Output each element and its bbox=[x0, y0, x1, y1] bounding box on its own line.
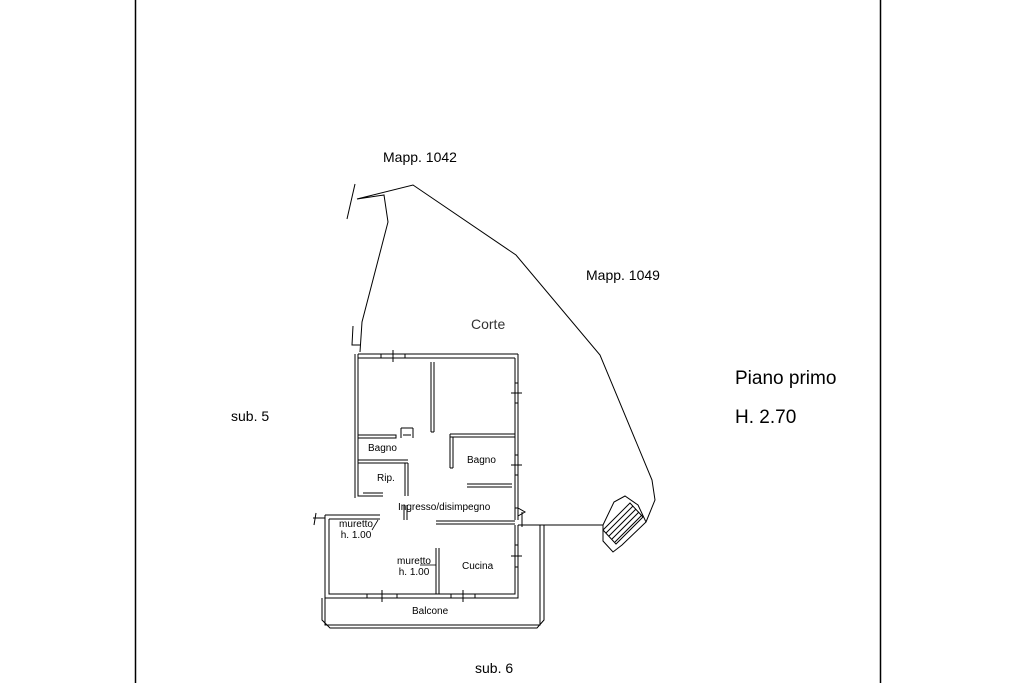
room-label-kitchen: Cucina bbox=[462, 561, 494, 572]
note-low-wall-center-line-2: h. 1.00 bbox=[398, 567, 430, 578]
note-low-wall-center-line-1: muretto bbox=[397, 556, 431, 567]
note-low-wall-west: muretto h. 1.00 bbox=[336, 519, 376, 541]
low-wall-leaders bbox=[371, 519, 436, 566]
room-label-bath-2: Bagno bbox=[467, 455, 496, 466]
courtyard-boundary bbox=[346, 183, 656, 553]
room-label-bath-1: Bagno bbox=[368, 443, 397, 454]
note-low-wall-west-line-2: h. 1.00 bbox=[340, 530, 372, 541]
stair bbox=[602, 502, 644, 545]
neighbor-label-south: sub. 6 bbox=[475, 660, 514, 676]
floor-title: Piano primo bbox=[735, 368, 837, 389]
note-low-wall-west-line-1: muretto bbox=[339, 519, 373, 530]
neighbor-label-north-west: Mapp. 1042 bbox=[383, 149, 457, 165]
room-label-hall: Ingresso/disimpegno bbox=[398, 502, 491, 513]
yard-label: Corte bbox=[471, 316, 506, 332]
room-label-storage: Rip. bbox=[377, 473, 395, 484]
interior-walls bbox=[358, 362, 515, 594]
sheet-frame bbox=[134, 0, 882, 683]
neighbor-label-west: sub. 5 bbox=[231, 408, 270, 424]
neighbor-label-north-east: Mapp. 1049 bbox=[586, 267, 660, 283]
ceiling-height: H. 2.70 bbox=[735, 407, 797, 428]
note-low-wall-center: muretto h. 1.00 bbox=[394, 556, 434, 578]
balcony-outline bbox=[321, 524, 545, 629]
windows bbox=[366, 350, 522, 602]
room-label-balcony: Balcone bbox=[412, 606, 449, 617]
